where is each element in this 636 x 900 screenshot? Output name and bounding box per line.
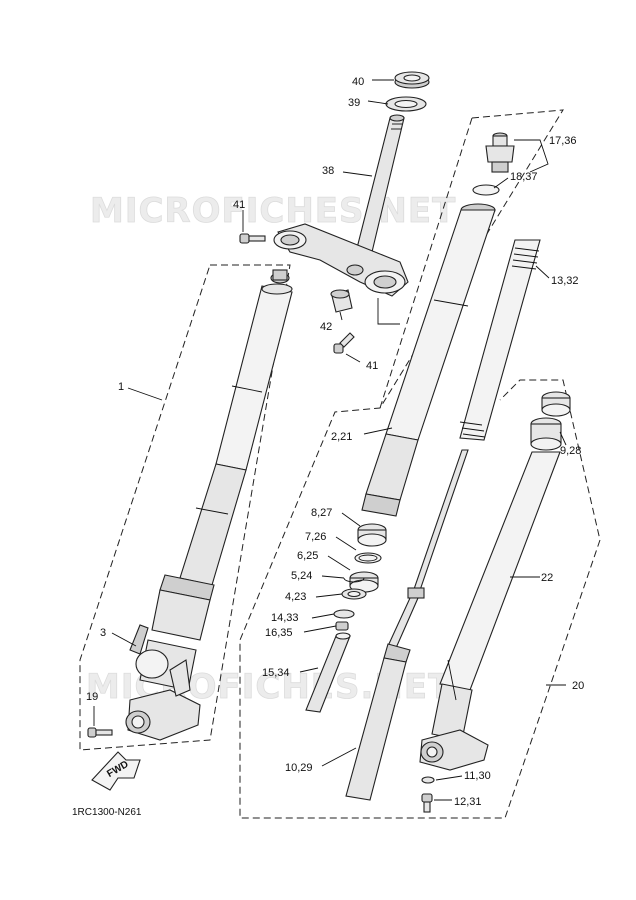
diagram-code: 1RC1300-N261: [72, 807, 142, 818]
callout-13-32: 13,32: [551, 275, 579, 287]
spring-13-32: [459, 239, 541, 441]
steering-stem-38: [355, 114, 405, 253]
left-fork-group-outline: [79, 264, 291, 751]
callout-4-23: 4,23: [285, 591, 306, 603]
leader-4-23: [315, 593, 343, 598]
callout-1: 1: [118, 381, 124, 393]
dust-seal-8-27: [357, 523, 387, 547]
oil-lock-piece-16-35: [335, 621, 349, 631]
callout-17-36: 17,36: [549, 135, 577, 147]
fwd-arrow-icon: FWD: [91, 751, 141, 791]
leader-18-37: [493, 177, 509, 189]
washer-11-30: [421, 776, 435, 784]
washer-5-24: [343, 577, 365, 583]
callout-19: 19: [86, 691, 98, 703]
callout-38: 38: [322, 165, 334, 177]
under-bracket: [273, 223, 409, 325]
bearing-40: [394, 71, 430, 89]
seal-39: [385, 96, 427, 112]
callout-12-31: 12,31: [454, 796, 482, 808]
leader-10-29: [321, 747, 357, 767]
leader-8-27: [341, 512, 361, 527]
callout-40: 40: [352, 76, 364, 88]
leader-41-lower: [345, 353, 361, 363]
callout-42: 42: [320, 321, 332, 333]
callout-7-26: 7,26: [305, 531, 326, 543]
callout-11-30: 11,30: [464, 770, 491, 782]
slide-metal-4-23: [341, 588, 367, 600]
o-ring-18-37: [472, 184, 500, 196]
leader-7-26: [335, 536, 357, 551]
clip-7-26: [354, 552, 382, 564]
callout-14-33: 14,33: [271, 612, 299, 624]
bolt-12-31: [421, 793, 433, 813]
leader-11-30: [435, 775, 463, 781]
watermark-top: MICROFICHES.NET: [90, 191, 456, 231]
piston-ring-14-33: [333, 609, 355, 619]
leader-14-33: [311, 613, 335, 619]
callout-10-29: 10,29: [285, 762, 313, 774]
left-fork-assembly-1: [125, 269, 293, 741]
callout-41-upper: 41: [233, 199, 245, 211]
leader-5-24: [321, 575, 345, 579]
callout-18-37: 18,37: [510, 171, 538, 183]
callout-39: 39: [348, 97, 360, 109]
callout-8-27: 8,27: [311, 507, 332, 519]
leader-2-21: [363, 427, 393, 435]
callout-16-35: 16,35: [265, 627, 293, 639]
leader-13-32: [535, 265, 550, 279]
leader-3: [111, 632, 137, 647]
callout-41-lower: 41: [366, 360, 378, 372]
callout-22: 22: [541, 572, 553, 584]
leader-38: [342, 171, 373, 177]
callout-3: 3: [100, 627, 106, 639]
callout-20: 20: [572, 680, 584, 692]
callout-15-34: 15,34: [262, 667, 290, 679]
outer-tube-2-21: [361, 203, 496, 517]
leader-6-25: [327, 555, 351, 571]
leader-39: [367, 100, 389, 105]
bolt-41-upper: [239, 233, 266, 244]
cap-bolt-17-36: [485, 132, 515, 173]
collar-9-28: [530, 391, 571, 451]
damper-rod-10-29: [345, 449, 469, 801]
leader-42: [339, 311, 343, 321]
inner-tube-22: [439, 451, 561, 691]
leader-16-35: [303, 625, 337, 633]
callout-9-28: 9,28: [560, 445, 581, 457]
leader-17-36: [514, 139, 549, 173]
axle-bracket-20: [419, 659, 489, 771]
callout-5-24: 5,24: [291, 570, 312, 582]
right-fork-inner-outline: [379, 117, 473, 409]
bolt-19: [87, 727, 113, 738]
callout-6-25: 6,25: [297, 550, 318, 562]
collar-42: [330, 289, 353, 313]
callout-2-21: 2,21: [331, 431, 352, 443]
leader-1: [127, 387, 163, 401]
cylinder-15-34: [305, 632, 351, 713]
bolt-41-lower: [333, 332, 355, 354]
leader-15-34: [299, 667, 319, 673]
leader-9-28: [559, 431, 567, 446]
